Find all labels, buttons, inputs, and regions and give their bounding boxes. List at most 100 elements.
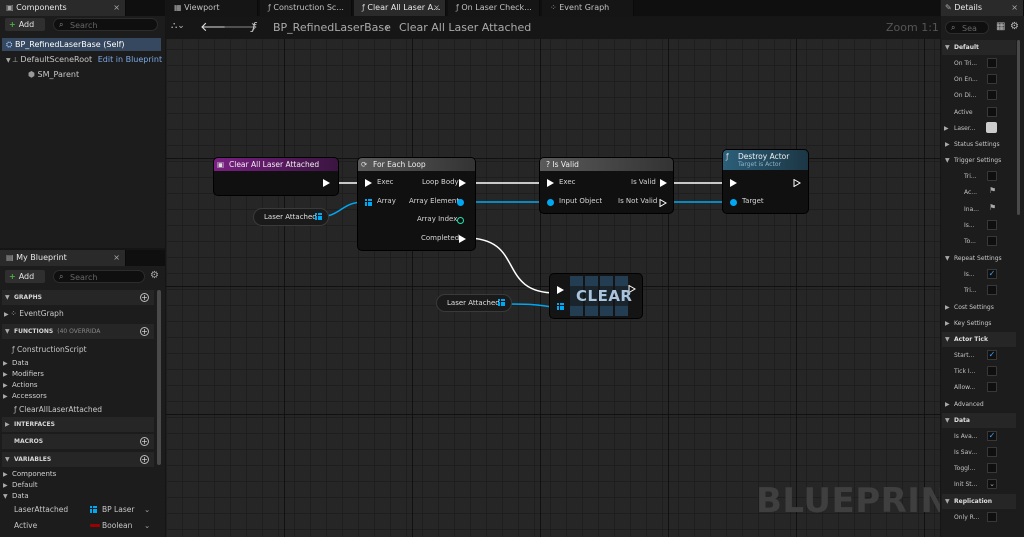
components-tab[interactable]: ▣ Components × xyxy=(0,0,126,16)
category-accessors[interactable]: ▶Accessors xyxy=(3,392,47,400)
destroy-target-pin[interactable] xyxy=(730,199,737,206)
flag-icon[interactable]: ⚑ xyxy=(989,186,997,195)
settings-gear-icon[interactable]: ⚙ xyxy=(1010,21,1019,32)
isvalid-node[interactable]: ? Is Valid Exec Input Object Is Valid Is… xyxy=(540,158,673,213)
details-status-settings[interactable]: ▶Status Settings xyxy=(944,137,1016,152)
prop-on-enter-slot[interactable] xyxy=(987,74,997,84)
add-variable-icon[interactable]: + xyxy=(140,455,149,464)
prop-on-trigger-slot[interactable] xyxy=(987,58,997,68)
clear-exec-in-pin[interactable] xyxy=(557,286,564,294)
prop-trigger-5-checkbox[interactable] xyxy=(987,236,997,246)
forward-arrow-icon[interactable]: 🡒 xyxy=(223,20,258,35)
destroyactor-node[interactable]: ƒ Destroy Actor Target is Actor Target xyxy=(723,150,808,213)
prop-active-checkbox[interactable] xyxy=(987,107,997,117)
close-icon[interactable]: × xyxy=(1011,3,1018,12)
breadcrumb-blueprint[interactable]: BP_RefinedLaserBase xyxy=(273,21,391,34)
details-search-input[interactable]: ⌕Sea xyxy=(945,21,989,34)
hierarchy-icon[interactable]: ⛬⌄ xyxy=(171,21,185,31)
add-graph-icon[interactable]: + xyxy=(140,293,149,302)
foreach-loopbody-pin[interactable] xyxy=(459,179,466,187)
details-trigger-settings[interactable]: ▼Trigger Settings xyxy=(944,153,1016,168)
entry-exec-out-pin[interactable] xyxy=(323,179,330,187)
tab-construction-script[interactable]: ƒ Construction Sc... xyxy=(260,0,352,16)
details-section-actor-tick[interactable]: ▼Actor Tick xyxy=(942,332,1016,347)
destroy-exec-in-pin[interactable] xyxy=(730,179,737,187)
tree-item-sm-parent[interactable]: ⬢ SM_Parent xyxy=(28,70,80,79)
isvalid-input-pin[interactable] xyxy=(547,199,554,206)
tab-event-graph[interactable]: ⁘ Event Graph xyxy=(542,0,634,16)
laserattached-get-node-2[interactable]: Laser Attached xyxy=(436,294,512,312)
clear-exec-out-pin[interactable] xyxy=(628,285,636,293)
edit-in-blueprint-link[interactable]: Edit in Blueprint xyxy=(97,55,163,64)
close-tab-icon[interactable]: × xyxy=(433,3,440,12)
myblueprint-scrollbar[interactable] xyxy=(157,290,161,465)
category-data[interactable]: ▶Data xyxy=(3,359,29,367)
section-variables[interactable]: ▼ VARIABLES + xyxy=(2,452,154,467)
add-function-icon[interactable]: + xyxy=(140,327,149,336)
category-default[interactable]: ▶Default xyxy=(3,481,38,489)
breadcrumb-function[interactable]: Clear All Laser Attached xyxy=(399,21,532,34)
section-graphs[interactable]: ▼ GRAPHS + xyxy=(2,290,154,305)
close-icon[interactable]: × xyxy=(113,253,120,262)
isvalid-notvalid-pin[interactable] xyxy=(659,199,667,207)
details-repeat-settings[interactable]: ▼Repeat Settings xyxy=(944,251,1016,266)
details-section-default[interactable]: ▼Default xyxy=(942,40,1016,55)
tab-on-laser-check[interactable]: ƒ On Laser Check... xyxy=(448,0,540,16)
prop-repeat-2-checkbox[interactable] xyxy=(987,285,997,295)
item-clearalllaserattached[interactable]: ƒ ClearAllLaserAttached xyxy=(14,405,103,414)
prop-start-tick-checkbox[interactable]: ✓ xyxy=(987,350,997,360)
details-advanced[interactable]: ▶Advanced xyxy=(944,397,1016,412)
details-section-replication[interactable]: ▼Replication xyxy=(942,494,1016,509)
details-section-data[interactable]: ▼Data xyxy=(942,413,1016,428)
prop-trigger-4-checkbox[interactable] xyxy=(987,220,997,230)
item-constructionscript[interactable]: ƒ ConstructionScript xyxy=(12,345,87,354)
prop-tick-interval-field[interactable] xyxy=(987,366,997,376)
clear-target-pin[interactable] xyxy=(557,303,564,310)
details-scrollbar[interactable] xyxy=(1017,40,1020,215)
variable-row-active[interactable]: Active Boolean ⌄ xyxy=(14,521,151,530)
close-icon[interactable]: × xyxy=(113,3,120,12)
grid-view-icon[interactable]: ▦ xyxy=(996,21,1006,32)
prop-toggle-checkbox[interactable] xyxy=(987,463,997,473)
prop-on-disable-slot[interactable] xyxy=(987,90,997,100)
clear-node[interactable]: CLEAR xyxy=(550,274,642,318)
tree-item-defaultsceneroot[interactable]: ▼ ⟂ DefaultSceneRoot Edit in Blueprint xyxy=(6,55,163,64)
add-member-button[interactable]: +Add xyxy=(5,270,45,283)
entry-node[interactable]: ▣ Clear All Laser Attached xyxy=(214,158,338,195)
category-data-vars[interactable]: ▼Data xyxy=(3,492,29,500)
add-component-button[interactable]: +Add xyxy=(5,18,45,31)
destroy-exec-out-pin[interactable] xyxy=(793,179,801,187)
foreach-completed-pin[interactable] xyxy=(459,235,466,243)
prop-allow-tick-checkbox[interactable] xyxy=(987,382,997,392)
category-components[interactable]: ▶Components xyxy=(3,470,57,478)
prop-only-relevant-checkbox[interactable] xyxy=(987,512,997,522)
add-macro-icon[interactable]: + xyxy=(140,437,149,446)
graph-canvas[interactable]: ⛬⌄ 🡐 🡒 ƒ BP_RefinedLaserBase › Clear All… xyxy=(166,17,940,537)
item-eventgraph[interactable]: ▶ ⁘ EventGraph xyxy=(4,309,64,318)
category-actions[interactable]: ▶Actions xyxy=(3,381,38,389)
variable-row-laserattached[interactable]: LaserAttached BP Laser ⌄ xyxy=(14,505,151,514)
category-modifiers[interactable]: ▶Modifiers xyxy=(3,370,44,378)
prop-laser-thumbnail[interactable] xyxy=(986,122,997,133)
myblueprint-search-input[interactable]: ⌕Search xyxy=(53,270,145,283)
chevron-down-icon[interactable]: ⌄ xyxy=(144,505,151,514)
foreach-element-pin[interactable] xyxy=(457,199,464,206)
prop-repeat-1-checkbox[interactable]: ✓ xyxy=(987,269,997,279)
prop-is-saved-checkbox[interactable] xyxy=(987,447,997,457)
tree-item-self[interactable]: ⛭ BP_RefinedLaserBase (Self) xyxy=(2,38,161,51)
prop-is-available-checkbox[interactable]: ✓ xyxy=(987,431,997,441)
details-key-settings[interactable]: ▶Key Settings xyxy=(944,316,1016,331)
laserattached-get-node-1[interactable]: Laser Attached xyxy=(253,208,329,226)
isvalid-exec-in-pin[interactable] xyxy=(547,179,554,187)
components-search-input[interactable]: ⌕Search xyxy=(53,18,158,31)
foreach-node[interactable]: ⟳ For Each Loop Exec Array Loop Body Arr… xyxy=(358,158,475,250)
array-out-pin[interactable] xyxy=(315,213,322,220)
section-functions[interactable]: ▼ FUNCTIONS (40 OVERRIDA + xyxy=(2,324,154,339)
section-macros[interactable]: MACROS + xyxy=(2,434,154,449)
tab-clear-all-laser-attached[interactable]: ƒ Clear All Laser A... × xyxy=(354,0,446,16)
flag-icon[interactable]: ⚑ xyxy=(989,203,997,212)
foreach-index-pin[interactable] xyxy=(457,217,464,224)
foreach-array-pin[interactable] xyxy=(365,199,372,206)
foreach-exec-in-pin[interactable] xyxy=(365,179,372,187)
tab-viewport[interactable]: ▦ Viewport xyxy=(166,0,258,16)
